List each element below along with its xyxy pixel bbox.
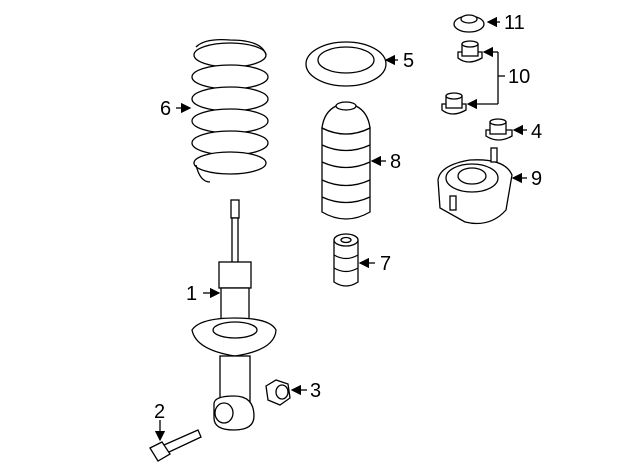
coil-spring[interactable] bbox=[191, 39, 269, 183]
callout-10: 10 bbox=[508, 66, 530, 88]
leader-lines bbox=[154, 16, 527, 442]
callout-2: 2 bbox=[154, 401, 165, 423]
callout-1: 1 bbox=[186, 283, 197, 305]
bump-stop[interactable] bbox=[333, 233, 359, 287]
spring-seat[interactable] bbox=[305, 41, 387, 87]
nut-3[interactable] bbox=[265, 379, 291, 406]
callout-4: 4 bbox=[531, 121, 542, 143]
shock-absorber[interactable] bbox=[191, 199, 277, 431]
callout-3: 3 bbox=[310, 380, 321, 402]
dust-boot[interactable] bbox=[321, 101, 371, 220]
bolt[interactable] bbox=[149, 429, 202, 462]
nut-4[interactable] bbox=[485, 118, 513, 141]
callout-9: 9 bbox=[531, 168, 542, 190]
cap[interactable] bbox=[453, 14, 485, 33]
nut-10-upper[interactable] bbox=[457, 40, 483, 63]
callout-11: 11 bbox=[504, 12, 525, 34]
nut-10-lower[interactable] bbox=[441, 92, 467, 115]
callout-8: 8 bbox=[390, 151, 401, 173]
callout-6: 6 bbox=[160, 98, 171, 120]
callout-7: 7 bbox=[380, 253, 391, 275]
callout-5: 5 bbox=[403, 50, 414, 72]
upper-mount[interactable] bbox=[437, 147, 513, 225]
